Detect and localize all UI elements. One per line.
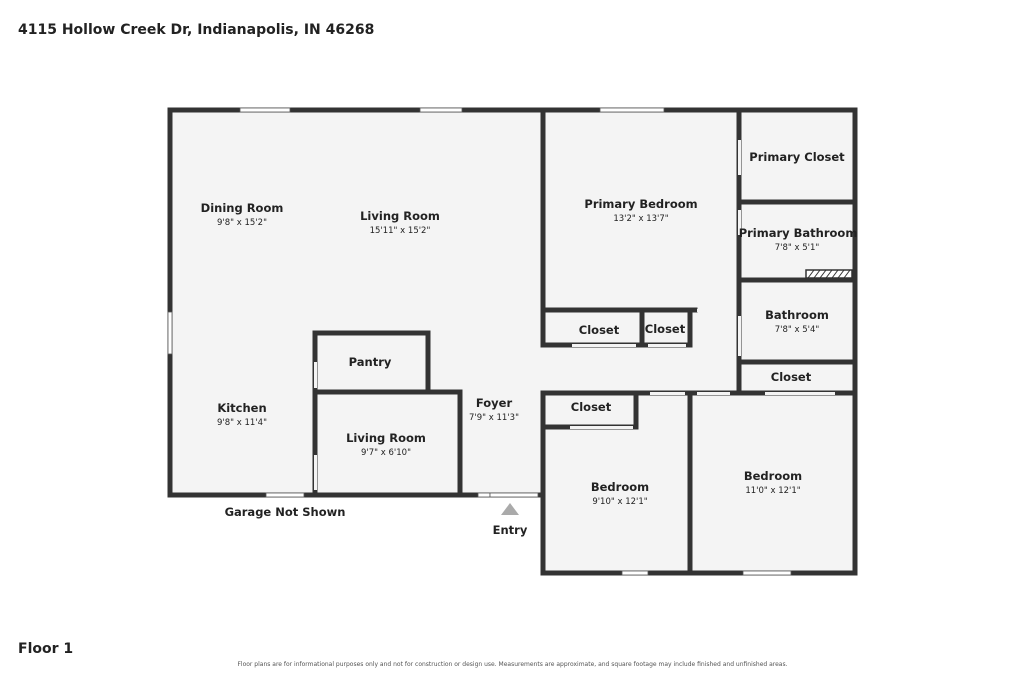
room-name-primary-closet: Primary Closet bbox=[749, 150, 845, 164]
room-name-closet: Closet bbox=[771, 370, 812, 384]
room-name-closet: Closet bbox=[571, 400, 612, 414]
room-name-bathroom: Bathroom bbox=[765, 308, 829, 322]
doorways bbox=[314, 140, 835, 490]
room-dims-kitchen: 9'8" x 11'4" bbox=[217, 418, 267, 428]
floor-fill bbox=[170, 110, 855, 573]
room-dims-living-room: 15'11" x 15'2" bbox=[370, 226, 431, 236]
room-name-foyer: Foyer bbox=[476, 396, 513, 410]
room-name-dining-room: Dining Room bbox=[201, 201, 284, 215]
room-name-kitchen: Kitchen bbox=[217, 401, 266, 415]
room-dims-bedroom: 11'0" x 12'1" bbox=[745, 486, 800, 496]
room-dims-bathroom: 7'8" x 5'4" bbox=[775, 325, 820, 335]
stairs-hatch bbox=[805, 269, 853, 279]
floor-label: Floor 1 bbox=[18, 641, 74, 657]
room-dims-dining-room: 9'8" x 15'2" bbox=[217, 218, 267, 228]
room-dims-primary-bedroom: 13'2" x 13'7" bbox=[613, 214, 668, 224]
room-name-bedroom: Bedroom bbox=[591, 480, 649, 494]
room-name-closet: Closet bbox=[579, 323, 620, 337]
room-name-primary-bedroom: Primary Bedroom bbox=[584, 197, 697, 211]
room-name-living-room-small: Living Room bbox=[346, 431, 426, 445]
windows bbox=[167, 107, 792, 576]
room-dims-living-room-small: 9'7" x 6'10" bbox=[361, 448, 411, 458]
room-name-closet: Closet bbox=[645, 322, 686, 336]
room-dims-primary-bathroom: 7'8" x 5'1" bbox=[775, 243, 820, 253]
room-name-bedroom: Bedroom bbox=[744, 469, 802, 483]
room-name-primary-bathroom: Primary Bathroom bbox=[739, 226, 858, 240]
room-name-pantry: Pantry bbox=[349, 355, 392, 369]
property-address: 4115 Hollow Creek Dr, Indianapolis, IN 4… bbox=[18, 22, 375, 38]
entry-arrow-icon bbox=[501, 503, 519, 515]
room-dims-bedroom: 9'10" x 12'1" bbox=[592, 497, 647, 507]
room-name-living-room: Living Room bbox=[360, 209, 440, 223]
entry-label: Entry bbox=[493, 523, 528, 537]
garage-note: Garage Not Shown bbox=[225, 505, 346, 519]
disclaimer: Floor plans are for informational purpos… bbox=[237, 661, 788, 668]
room-dims-foyer: 7'9" x 11'3" bbox=[469, 413, 519, 423]
